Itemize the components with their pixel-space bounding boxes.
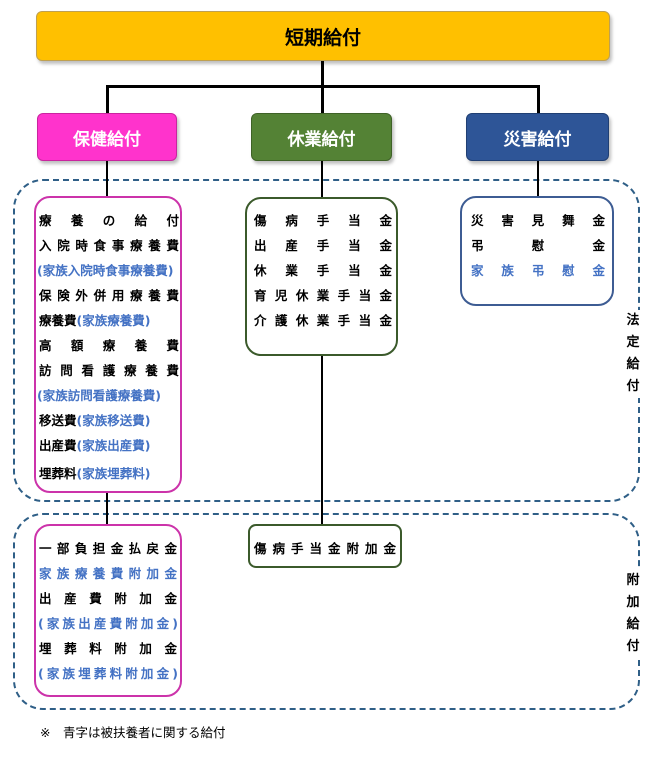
item-family-maisoryo: (家族埋葬料) xyxy=(76,466,151,481)
additional-benefits-label: 附加給付 xyxy=(625,570,641,658)
item-homon-kango: 訪問看護療養費 xyxy=(39,363,179,378)
vertical-label-char: 付 xyxy=(626,639,640,654)
item-family-isohi: (家族移送費) xyxy=(76,413,151,428)
item-isohi-label: 移送費 xyxy=(39,413,77,428)
item-kaigo-kyugyo-teate: 介護休業手当金 xyxy=(254,313,392,328)
vertical-label-char: 附 xyxy=(626,573,640,588)
item-shussanhi: 出産費(家族出産費) xyxy=(39,438,150,453)
item-shobyo-teate: 傷病手当金 xyxy=(254,213,392,228)
item-hokengai-heiyo: 保険外併用療養費 xyxy=(39,288,179,303)
item-maisoryo: 埋葬料(家族埋葬料) xyxy=(39,466,150,481)
item-maisoryo-fukakin: 埋葬料附加金 xyxy=(39,641,177,656)
additional-health-box xyxy=(34,524,182,697)
item-ryoyohi: 療養費(家族療養費) xyxy=(39,313,150,328)
item-ryoyo-no-kyufu: 療養の給付 xyxy=(39,213,179,228)
vertical-label-char: 付 xyxy=(626,379,640,394)
connector-disaster-box xyxy=(537,160,539,197)
item-family-shussanhi: (家族出産費) xyxy=(76,438,151,453)
connector-leave-box xyxy=(321,160,323,198)
item-ryoyohi-label: 療養費 xyxy=(39,313,77,328)
statutory-benefits-label: 法定給付 xyxy=(625,310,641,398)
item-ichibu-futankin: 一部負担金払戻金 xyxy=(39,541,177,556)
item-maisoryo-label: 埋葬料 xyxy=(39,466,77,481)
short-term-benefits-node: 短期給付 xyxy=(36,11,610,61)
statutory-health-box xyxy=(34,196,182,493)
connector-to-health xyxy=(106,85,109,113)
item-saigai-mimaikin: 災害見舞金 xyxy=(471,213,605,228)
item-family-ryoyohi: (家族療養費) xyxy=(76,313,151,328)
connector-top-down xyxy=(321,60,324,87)
health-benefits-node: 保健給付 xyxy=(37,113,177,161)
item-nyuin-shokuji: 入院時食事療養費 xyxy=(39,238,179,253)
item-choikin: 弔慰金 xyxy=(471,238,605,253)
item-shussanhi-label: 出産費 xyxy=(39,438,77,453)
connector-to-leave xyxy=(321,85,324,113)
item-kogaku-ryoyohi: 高額療養費 xyxy=(39,338,179,353)
vertical-label-char: 給 xyxy=(626,617,640,632)
leave-benefits-node: 休業給付 xyxy=(251,113,392,161)
item-family-shussanhi-fukakin: (家族出産費附加金) xyxy=(38,616,178,631)
item-family-maisoryo-fukakin: (家族埋葬料附加金) xyxy=(38,666,178,681)
item-family-homon-kango: (家族訪問看護療養費) xyxy=(37,388,161,403)
item-shussanhi-fukakin: 出産費附加金 xyxy=(39,591,177,606)
item-isohi: 移送費(家族移送費) xyxy=(39,413,150,428)
vertical-label-char: 定 xyxy=(626,335,640,350)
connector-to-disaster xyxy=(537,85,540,113)
item-family-ryoyohi-fukakin: 家族療養費附加金 xyxy=(39,566,177,581)
item-shobyo-teate-fukakin: 傷病手当金附加金 xyxy=(254,541,396,556)
connector-health-additional xyxy=(106,491,108,525)
item-ikuji-kyugyo-teate: 育児休業手当金 xyxy=(254,288,392,303)
item-family-nyuin-shokuji: (家族入院時食事療養費) xyxy=(37,263,174,278)
additional-leave-box xyxy=(248,524,402,568)
statutory-leave-box xyxy=(245,197,398,356)
vertical-label-char: 給 xyxy=(626,357,640,372)
item-shussan-teate: 出産手当金 xyxy=(254,238,392,253)
vertical-label-char: 加 xyxy=(626,595,640,610)
item-kyugyo-teate: 休業手当金 xyxy=(254,263,392,278)
footnote: ※ 青字は被扶養者に関する給付 xyxy=(40,725,226,740)
connector-health-box xyxy=(106,160,108,197)
vertical-label-char: 法 xyxy=(626,313,640,328)
disaster-benefits-node: 災害給付 xyxy=(466,113,609,161)
item-family-choikin: 家族弔慰金 xyxy=(471,263,605,278)
statutory-disaster-box xyxy=(460,196,614,306)
connector-leave-additional xyxy=(321,354,323,525)
